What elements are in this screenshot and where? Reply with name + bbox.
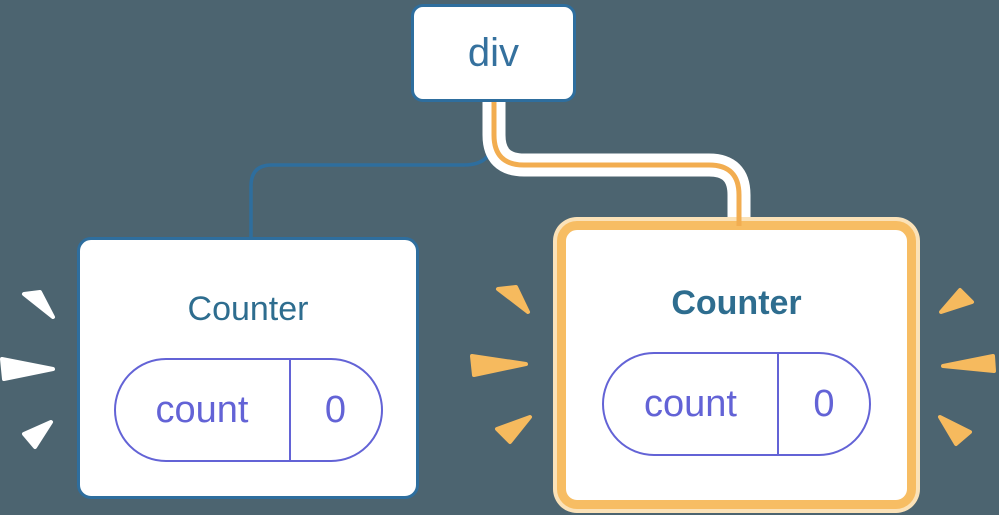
state-pill: count 0 <box>602 352 871 456</box>
counter-card-left: Counter count 0 <box>77 237 419 499</box>
state-pill: count 0 <box>113 358 383 462</box>
burst-orange-right-top-icon <box>939 288 974 314</box>
burst-marks-orange-right-of-highlighted-counter <box>938 288 996 446</box>
state-key: count <box>604 354 779 454</box>
card-title: Counter <box>671 284 802 322</box>
burst-white-middle-icon <box>0 357 55 381</box>
burst-orange-left-top-icon <box>496 285 530 314</box>
burst-white-bottom-icon <box>22 420 53 449</box>
edge-div-to-right-counter-casing <box>482 102 751 217</box>
burst-orange-left-middle-icon <box>470 354 528 377</box>
root-node-label: div <box>467 30 520 75</box>
burst-orange-right-bottom-icon <box>938 415 972 446</box>
state-value: 0 <box>813 382 835 425</box>
burst-marks-white-left-counter <box>0 290 55 449</box>
burst-white-top-icon <box>22 290 55 319</box>
burst-orange-right-middle-icon <box>941 354 996 373</box>
burst-orange-left-bottom-icon <box>495 415 532 444</box>
tree-root-node-div: div <box>411 4 576 102</box>
burst-marks-orange-left-of-highlighted-counter <box>470 285 532 444</box>
counter-card-right-highlighted: Counter count 0 <box>557 221 916 509</box>
edge-div-to-right-counter <box>491 102 742 226</box>
state-value: 0 <box>324 388 347 431</box>
edge-div-to-left-counter <box>249 102 496 240</box>
state-key: count <box>116 360 291 460</box>
card-title: Counter <box>187 290 309 328</box>
